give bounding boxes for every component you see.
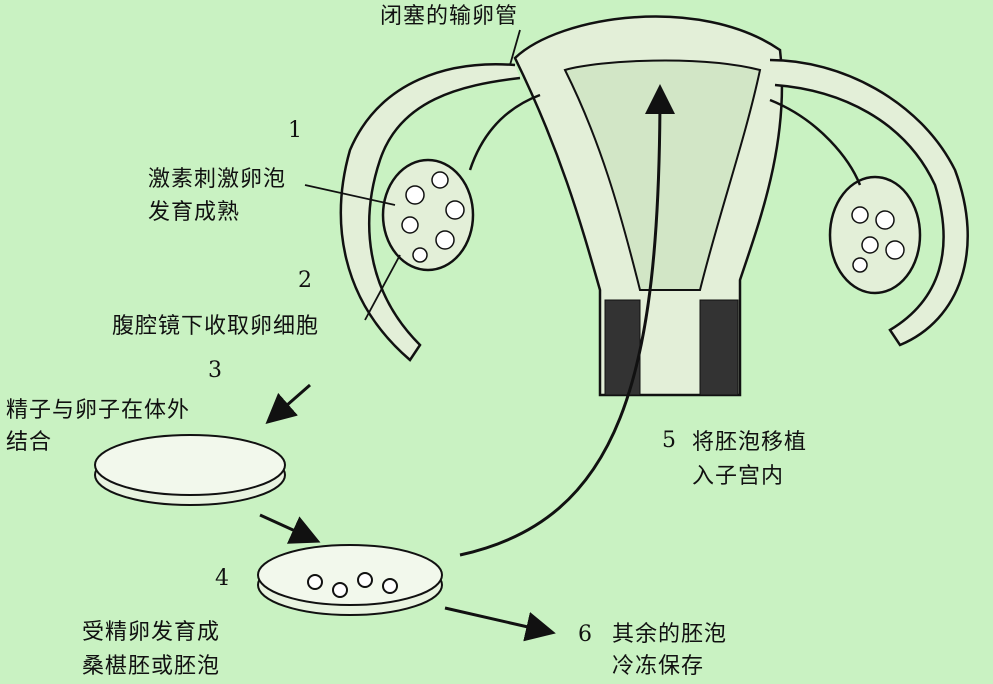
step-number: 3 (208, 358, 222, 383)
top-label: 闭塞的输卵管 (380, 4, 519, 29)
uterus-illustration (339, 15, 969, 397)
petri-dish-fertilization (94, 434, 286, 506)
petri-dish-embryo (257, 544, 443, 616)
process-arrows (259, 84, 675, 642)
step-number: 4 (215, 566, 229, 591)
step-number: 1 (288, 118, 302, 143)
step-label: 桑椹胚或胚泡 (82, 654, 221, 679)
step-number: 6 (578, 622, 592, 647)
step-label: 结合 (6, 430, 53, 455)
step-number: 5 (662, 428, 676, 453)
step-label: 激素刺激卵泡 (148, 167, 287, 192)
step-label: 将胚泡移植 (692, 430, 808, 455)
step-label: 其余的胚泡 (612, 622, 728, 647)
step-label: 冷冻保存 (612, 654, 705, 679)
leader-lines (304, 29, 521, 321)
step-label: 腹腔镜下收取卵细胞 (112, 314, 320, 339)
step-label: 发育成熟 (148, 200, 241, 225)
step-label: 入子宫内 (692, 464, 785, 489)
follicles (401, 171, 905, 273)
step-label: 受精卵发育成 (82, 620, 221, 645)
step-label: 精子与卵子在体外 (6, 398, 191, 423)
step-number: 2 (298, 268, 312, 293)
